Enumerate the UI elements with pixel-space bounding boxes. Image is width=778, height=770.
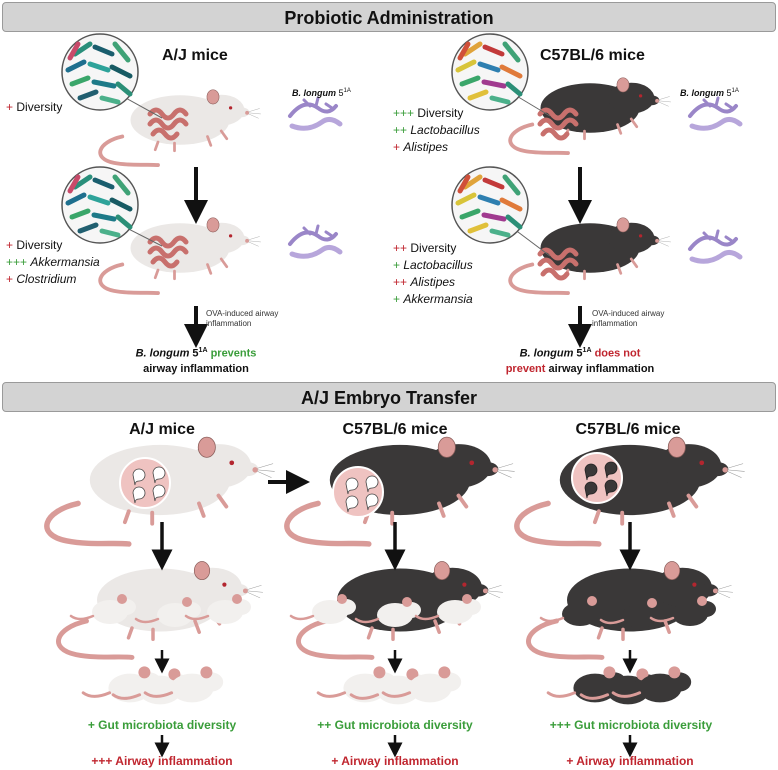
embryo-col1-offspring [81,664,225,706]
embryo-col3-inflammation: + Airway inflammation [566,754,694,768]
embryo-col2-diversity: ++ Gut microbiota diversity [317,718,473,732]
aj-probiotic-label-top: B. longum 51A [292,88,351,98]
aj-mid-annot-2: + Clostridium [6,272,77,286]
aj-top-diversity: + Diversity [6,100,63,114]
aj-mid-annot-0: + Diversity [6,238,63,252]
embryo-col2-offspring [316,664,463,706]
embryo-col1-title: A/J mice [129,421,195,438]
aj-mid-annot-1: +++ Akkermansia [6,255,100,269]
embryo-col3-offspring [546,664,693,706]
c57-top-annot-0: +++ Diversity [393,106,464,120]
aj-mouse-mid [62,167,340,296]
embryo-col1-inflammation: +++ Airway inflammation [91,754,233,768]
c57-top-annot-2: + Alistipes [393,140,449,154]
aj-title: A/J mice [162,47,228,64]
c57-mid-annot-1: + Lactobacillus [393,258,473,272]
embryo-col3-diversity: +++ Gut microbiota diversity [549,718,713,732]
c57-title: C57BL/6 mice [540,47,645,64]
probiotic-arrows [184,167,592,348]
embryo-col3-title: C57BL/6 mice [575,421,681,438]
banner-embryo: A/J Embryo Transfer [2,382,776,412]
c57-conclusion: B. longum 51A does not prevent airway in… [505,347,655,375]
c57-mid-annot-0: ++ Diversity [393,241,457,255]
embryo-col2-title: C57BL/6 mice [342,421,448,438]
banner-probiotic: Probiotic Administration [2,2,776,32]
aj-mouse-top [62,34,340,168]
c57-probiotic-label-top: B. longum 51A [680,88,739,98]
c57-mid-annot-3: + Akkermansia [393,292,473,306]
c57-mid-annot-2: ++ Alistipes [393,275,456,289]
embryo-arrows [151,522,641,758]
c57-mouse-top [452,34,740,156]
c57-top-annot-1: ++ Lactobacillus [393,123,480,137]
embryo-col1-diversity: + Gut microbiota diversity [87,718,237,732]
embryo-col2-inflammation: + Airway inflammation [331,754,459,768]
embryo-col3-litter [528,562,732,658]
aj-conclusion: B. longum 51A prevents airway inflammati… [135,347,257,375]
embryo-col1-litter [58,562,262,658]
c57-mouse-mid [452,167,740,296]
embryo-col2-litter [289,562,503,658]
embryo-col2-parent [287,437,515,544]
